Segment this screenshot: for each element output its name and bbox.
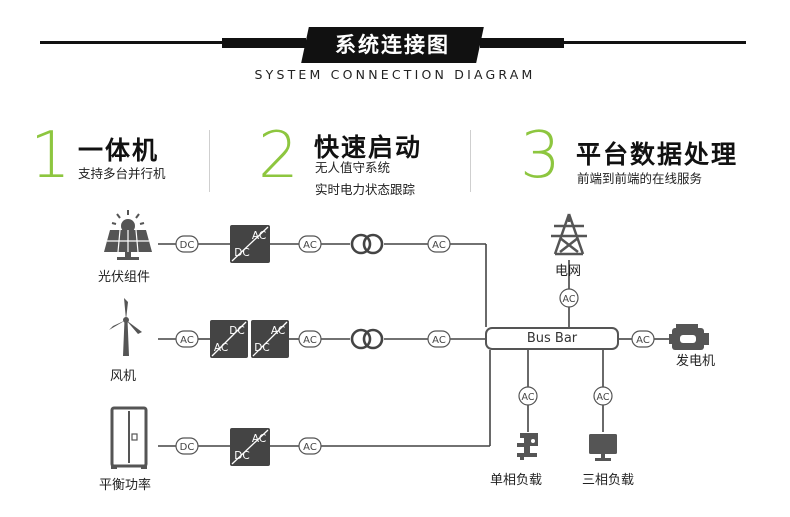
tag-ac-2: AC (427, 235, 451, 253)
transformer-icon (350, 233, 384, 255)
feature-divider-1 (209, 130, 210, 192)
feature-number-2: 2 (258, 119, 299, 193)
monitor-icon (589, 434, 617, 461)
tag-label: AC (432, 240, 446, 251)
inverter-label: DC (234, 247, 249, 259)
solar-panel-icon (104, 210, 152, 260)
tag-ac-5: AC (427, 330, 451, 348)
bus-bar: Bus Bar (485, 327, 619, 350)
transformer-icon (350, 328, 384, 350)
tag-label: AC (303, 240, 317, 251)
tag-ac-6: AC (298, 437, 322, 455)
inverter-label: DC (234, 450, 249, 462)
tag-label: AC (597, 392, 610, 403)
tag-ac-load-2: AC (593, 386, 613, 406)
feature-title-3: 平台数据处理 (576, 140, 739, 169)
label-wind: 风机 (110, 369, 137, 384)
header-line-left (40, 41, 305, 44)
tag-label: AC (563, 294, 576, 305)
inverter-label: AC (271, 325, 285, 337)
inverter-label: DC (254, 342, 269, 354)
feature-divider-2 (470, 130, 471, 192)
power-tower-icon (551, 213, 587, 256)
wind-turbine-icon (109, 298, 142, 356)
tag-ac-4: AC (298, 330, 322, 348)
page-subtitle: SYSTEM CONNECTION DIAGRAM (254, 67, 536, 82)
feature-desc-3: 前端到前端的在线服务 (577, 171, 703, 186)
feature-desc-2b: 实时电力状态跟踪 (315, 182, 416, 197)
tag-dc-2: DC (175, 437, 199, 455)
label-balance: 平衡功率 (99, 478, 152, 493)
header-line-right (480, 41, 746, 44)
tag-label: AC (180, 335, 194, 346)
feature-title-2: 快速启动 (314, 133, 423, 162)
tag-ac-1: AC (298, 235, 322, 253)
faucet-appliance-icon (517, 433, 538, 460)
label-load-single: 单相负载 (490, 473, 543, 488)
tag-label: AC (522, 392, 535, 403)
feature-number-3: 3 (520, 119, 561, 193)
inverter-label: DC (229, 325, 244, 337)
inverter-label: AC (214, 342, 228, 354)
feature-desc-2a: 无人值守系统 (315, 160, 391, 175)
label-generator: 发电机 (676, 354, 716, 369)
inverter-label: AC (252, 230, 266, 242)
tag-ac-load-1: AC (518, 386, 538, 406)
generator-engine-icon (669, 324, 709, 350)
tag-label: DC (180, 442, 195, 453)
inverter-icon: AC DC (251, 320, 289, 358)
tag-label: AC (303, 335, 317, 346)
feature-desc-1: 支持多台并行机 (78, 166, 166, 181)
tag-label: AC (432, 335, 446, 346)
label-grid: 电网 (555, 264, 582, 279)
inverter-icon: AC DC (230, 225, 270, 263)
inverter-icon: DC AC (210, 320, 248, 358)
feature-title-1: 一体机 (78, 136, 160, 165)
tag-ac-generator: AC (631, 330, 655, 348)
battery-cabinet-icon (110, 406, 148, 469)
feature-number-1: 1 (30, 119, 71, 193)
header-band-right (480, 38, 564, 48)
label-solar: 光伏组件 (98, 270, 151, 285)
label-load-three: 三相负载 (582, 473, 635, 488)
page-title: 系统连接图 (335, 33, 450, 57)
header-band-left (222, 38, 306, 48)
inverter-label: AC (252, 433, 266, 445)
tag-dc-1: DC (175, 235, 199, 253)
tag-label: DC (180, 240, 195, 251)
tag-label: AC (303, 442, 317, 453)
tag-ac-grid: AC (559, 288, 579, 308)
inverter-icon: AC DC (230, 428, 270, 466)
tag-label: AC (636, 335, 650, 346)
tag-ac-3: AC (175, 330, 199, 348)
